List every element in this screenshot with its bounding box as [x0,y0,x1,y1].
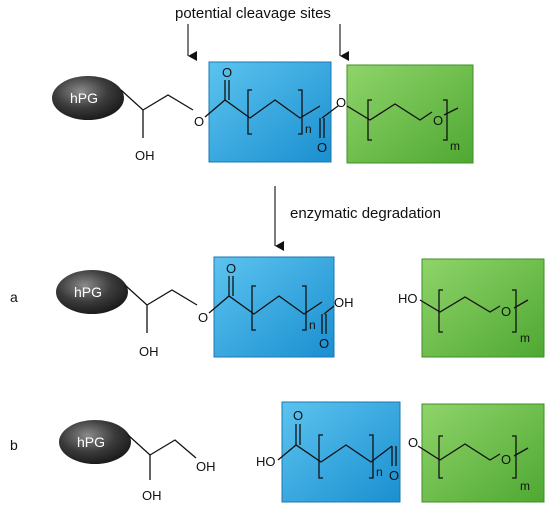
methyl-bond-a [513,299,529,309]
acid-oh-label-a: OH [334,295,354,310]
bracket-m-left-a [438,289,443,333]
green-peg-box-b [421,403,545,503]
acid-oh-bond-a [323,305,335,315]
ester-oxygen-b: O [408,435,418,450]
oh-label: OH [135,148,155,163]
carbonyl-oxygen-b2: O [389,468,399,483]
methyl-bond-b [513,447,529,457]
bracket-n-left-b [318,434,323,479]
subscript-m: m [450,139,460,153]
subscript-n: n [305,122,312,136]
bracket-n-right [298,89,303,135]
bracket-n-right-a [302,285,307,331]
ester-link-2 [321,105,339,119]
carbonyl-oxygen-2: O [317,140,327,155]
glycerol-backbone [120,89,194,111]
hpg-core [52,76,124,120]
bracket-n-left-a [251,285,256,331]
ester-bond-1 [204,99,321,119]
hpg-core-b [59,420,131,464]
subscript-n-a: n [309,318,316,332]
row-b-label: b [10,437,18,453]
carbonyl-oxygen-a2: O [319,336,329,351]
peg-chain [346,103,433,121]
hpg-label-a: hPG [74,284,102,300]
ester-oxygen-1: O [194,114,204,129]
oh-label-b1: OH [142,488,162,503]
acid-chain-a [208,295,323,315]
hpg-label: hPG [70,90,98,106]
bracket-m-right [443,99,448,141]
hpg-core-a [56,270,128,314]
methyl-bond [443,107,459,116]
bracket-m-left-b [438,435,443,479]
peg-chain-b [417,443,501,461]
bracket-n-right-b [369,434,374,479]
bracket-m-right-a [512,289,517,333]
row-b-ester: HO O n O O O m [256,401,545,503]
carbonyl-oxygen-a1: O [226,261,236,276]
bracket-n-left [247,89,252,135]
subscript-n-b: n [376,465,383,479]
glycerol-backbone-b [127,434,197,459]
bracket-m-left [367,99,372,141]
carbonyl-oxygen-b1: O [293,408,303,423]
row-a-label: a [10,289,18,305]
row-b-glycerol: hPG OH OH [59,420,216,503]
ester-oxygen-a: O [198,310,208,325]
peg-oxygen: O [433,113,443,128]
top-molecule: hPG OH O O n O O O m [52,61,474,164]
degradation-label: enzymatic degradation [290,205,441,222]
peg-oxygen-a: O [501,304,511,319]
cleavage-sites-label: potential cleavage sites [175,5,331,22]
peg-ho-label-a: HO [398,291,418,306]
acid-ho-label-b: HO [256,454,276,469]
glycerol-backbone-a [124,284,198,306]
oh-label-b2: OH [196,459,216,474]
ester-oxygen-2: O [336,95,346,110]
oh-label-a: OH [139,344,159,359]
acid-chain-b [277,444,393,463]
hpg-label-b: hPG [77,434,105,450]
blue-spacer-box-b [281,401,401,503]
peg-chain-a [419,296,501,313]
row-a-left-molecule: hPG OH O O n O OH [56,256,354,359]
bracket-m-right-b [512,435,517,479]
peg-oxygen-b: O [501,452,511,467]
row-a-peg-molecule: HO O m [398,258,545,358]
carbonyl-oxygen-1: O [222,65,232,80]
subscript-m-a: m [520,331,530,345]
subscript-m-b: m [520,479,530,493]
